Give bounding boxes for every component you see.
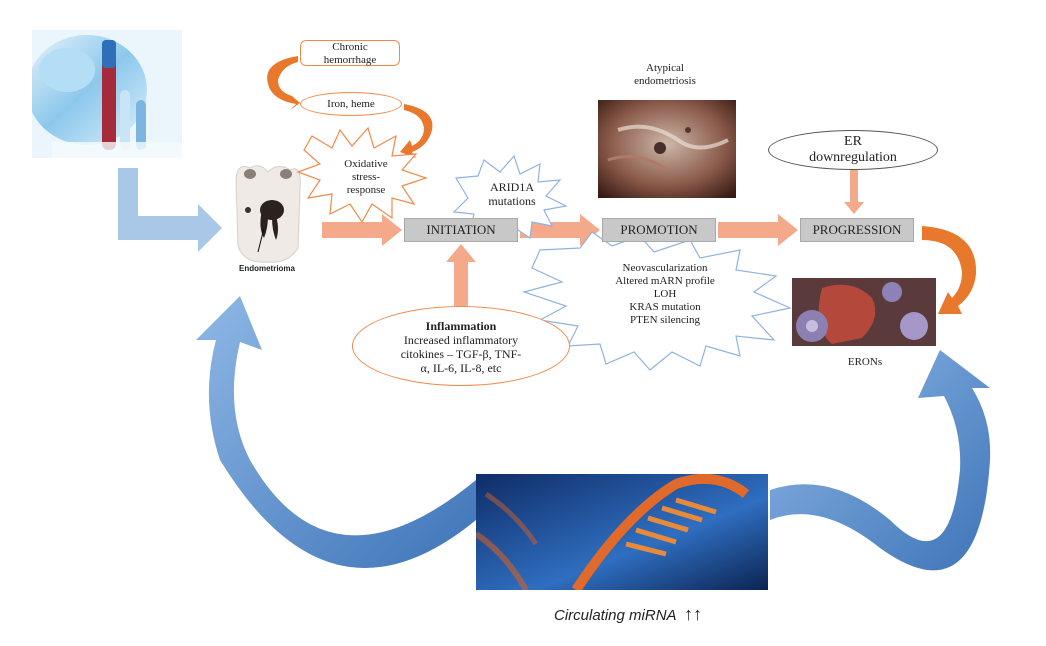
atypical-endometriosis-label: Atypical endometriosis: [634, 62, 696, 87]
stage-initiation: INITIATION: [404, 218, 518, 242]
event-loh: LOH: [653, 288, 677, 300]
event-altered-marn-profile: Altered mARN profile: [615, 275, 715, 287]
mirna-up-arrows: ↑↑: [684, 604, 703, 624]
erons-label: ERONs: [847, 356, 883, 368]
event-neovascularization: Neovascularization: [622, 262, 708, 274]
orange-curve-arrow-2: [400, 104, 433, 158]
event-kras-mutation: KRAS mutation: [629, 301, 701, 313]
arrow-endometrioma-to-initiation: [322, 214, 402, 246]
erons-image: [792, 278, 936, 346]
chronic-hemorrhage-label: Chronic hemorrhage: [323, 41, 377, 66]
orange-curve-arrow-1: [267, 56, 300, 110]
stage-promotion: PROMOTION: [602, 218, 716, 242]
light-blue-l-arrow: [118, 168, 222, 252]
arrow-promotion-to-progression: [718, 214, 798, 246]
arrow-inflammation-to-initiation: [446, 244, 476, 306]
arrow-er-to-progression: [844, 170, 864, 214]
event-pten-silencing: PTEN silencing: [630, 314, 700, 326]
stage-progression: PROGRESSION: [800, 218, 914, 242]
er-downregulation-oval: ER downregulation: [768, 130, 938, 170]
arid1a-label: ARID1A mutations: [488, 180, 536, 208]
promotion-events-list: Neovascularization Altered mARN profile …: [590, 262, 740, 327]
inflammation-text: Increased inflammatory citokines – TGF-β…: [400, 333, 522, 375]
iron-heme-label: Iron, heme: [327, 98, 375, 110]
blue-curve-arrow-right: [770, 350, 991, 571]
chronic-hemorrhage-box: Chronic hemorrhage: [300, 40, 400, 66]
er-downregulation-label: ER downregulation: [809, 134, 897, 165]
inflammation-title: Inflammation: [425, 319, 497, 333]
iron-heme-oval: Iron, heme: [300, 92, 402, 116]
mirna-image: [476, 474, 768, 590]
atypical-endometriosis-photo: [598, 100, 736, 198]
mirna-label: Circulating miRNA: [554, 607, 676, 624]
lab-test-photo: [32, 30, 182, 158]
endometrioma-label: Endometrioma: [238, 264, 295, 273]
mirna-caption: Circulating miRNA ↑↑: [554, 604, 774, 625]
endometrioma-image: Endometrioma: [228, 158, 306, 278]
oxidative-stress-label: Oxidative stress- response: [344, 158, 388, 196]
arrow-initiation-to-promotion: [520, 214, 600, 246]
inflammation-oval: Inflammation Increased inflammatory cito…: [352, 306, 570, 386]
